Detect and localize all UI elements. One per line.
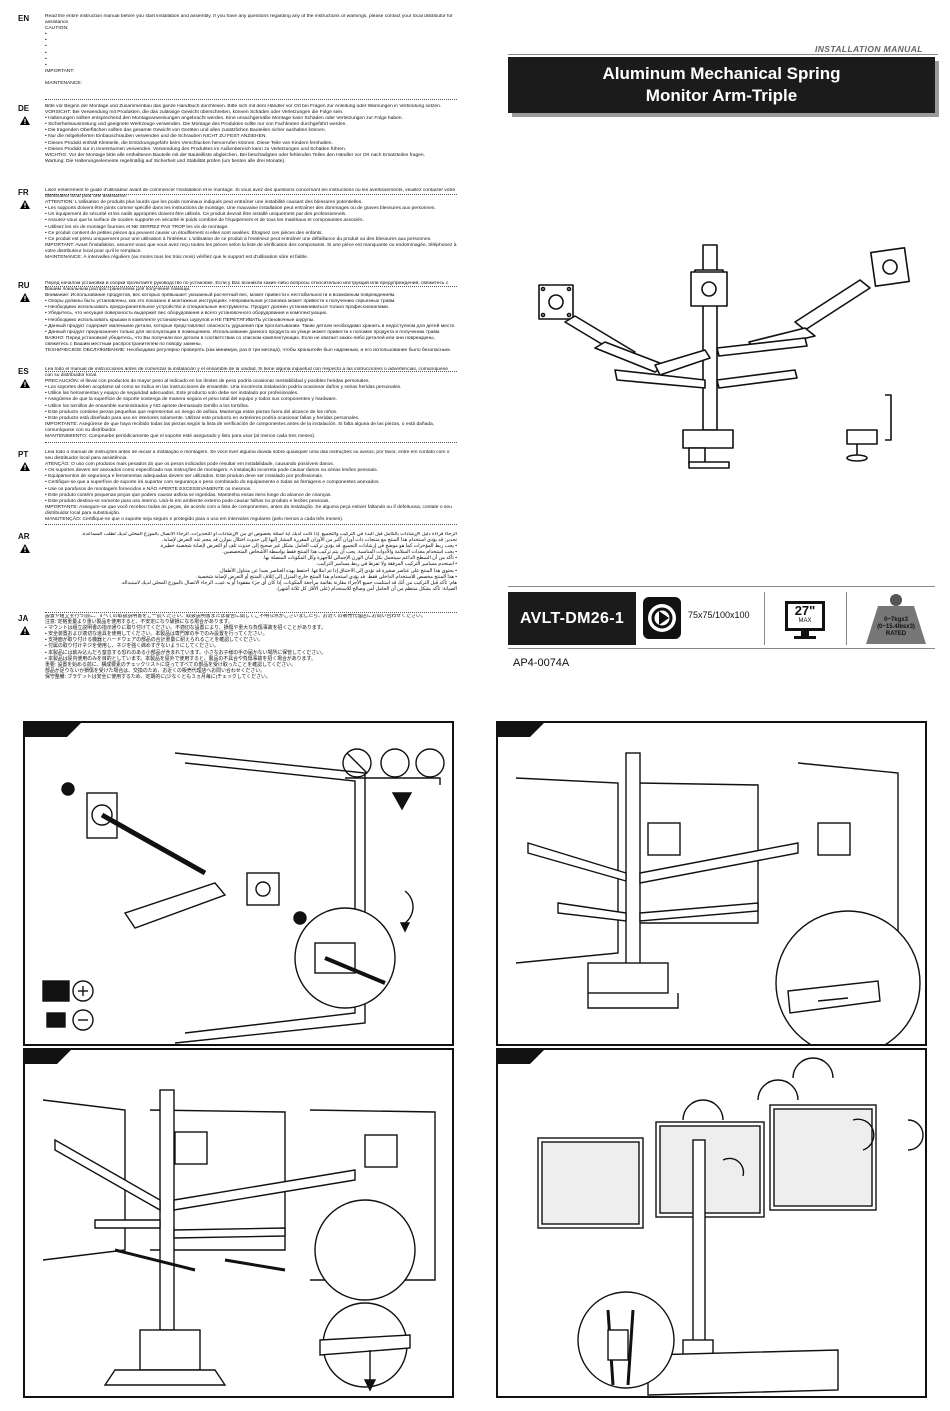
lang-block-de: DE Bitte vor Beginn der Montage und Zusa… [18,104,458,192]
lang-block-ja: JA 設置や組立を行う前に、すべての取扱説明書をご一読ください。取扱説明書または… [18,614,458,694]
lang-code: RU [18,281,30,290]
weight-icon [866,594,926,644]
step-panel-2 [496,721,927,1046]
lang-code: ES [18,367,29,376]
title-line-2: Monitor Arm-Triple [645,86,798,105]
weight-line-1: 0~7kgx3 [884,617,908,623]
warning-icon [20,293,30,302]
warning-icon [20,462,30,471]
lang-text: Bitte vor Beginn der Montage und Zusamme… [45,104,442,164]
step-panel-1 [23,721,454,1046]
weight-line-2: (0~15.4lbsx3) [877,624,915,630]
lang-code: AR [18,532,30,541]
step-2-illustration [515,752,921,1044]
lang-text: Leia todo o manual de instruções antes d… [45,450,452,523]
lang-code: JA [18,614,29,623]
lang-block-ar: AR الرجاء قراءة دليل الإرشادات بالكامل ق… [18,532,458,616]
warning-icon [20,544,30,553]
installation-manual-label: INSTALLATION MANUAL [815,44,923,54]
product-illustration [538,244,911,469]
lang-text: 設置や組立を行う前に、すべての取扱説明書をご一読ください。取扱説明書または警告に… [45,614,426,680]
step-panel-4 [496,1048,927,1398]
screen-size-max: MAX [798,618,812,624]
title-line-1: Aluminum Mechanical Spring [602,64,841,83]
step-panel-3 [23,1048,454,1398]
warning-icon [20,116,30,125]
lang-text: Lea todo el manual de instrucciones ante… [45,367,448,440]
lang-code: DE [18,104,30,113]
lang-block-fr: FR Lisez entièrement le guide d'utilisat… [18,188,458,286]
warning-icon [20,379,30,388]
screen-size: 27" [794,603,816,618]
warning-icon [20,200,30,209]
lang-text: Перед началом установки и сборки прочита… [45,281,456,354]
monitor-size-icon [785,601,825,639]
lang-block-pt: PT Leia todo o manual de instruções ante… [18,450,458,536]
lang-text: الرجاء قراءة دليل الإرشادات بالكامل قبل … [81,532,457,592]
lang-block-en: EN Read the entire instruction manual be… [18,14,458,94]
vesa-icon [643,597,681,639]
lang-text: Read the entire instruction manual befor… [45,14,453,87]
step-1-illustration [42,748,445,1044]
lang-block-ru: RU Перед началом установки и сборки проч… [18,281,458,369]
lang-code: PT [18,450,29,459]
product-title: Aluminum Mechanical Spring Monitor Arm-T… [508,57,935,113]
lang-text: Lisez entièrement le guide d'utilisateur… [45,188,457,261]
weight-capacity: 0~7kgx3 (0~15.4lbsx3) RATED [864,617,928,638]
model-number: AVLT-DM26-1 [508,592,636,645]
step-3-illustration [42,1089,436,1392]
warning-icon [20,626,30,635]
weight-line-3: RATED [885,631,907,637]
lang-code: EN [18,14,30,23]
product-code: AP4-0074A [513,657,570,669]
step-4-illustration [537,1057,924,1396]
lang-code: FR [18,188,29,197]
lang-block-es: ES Lea todo el manual de instrucciones a… [18,367,458,451]
vesa-pattern: 75x75/100x100 [688,610,750,620]
